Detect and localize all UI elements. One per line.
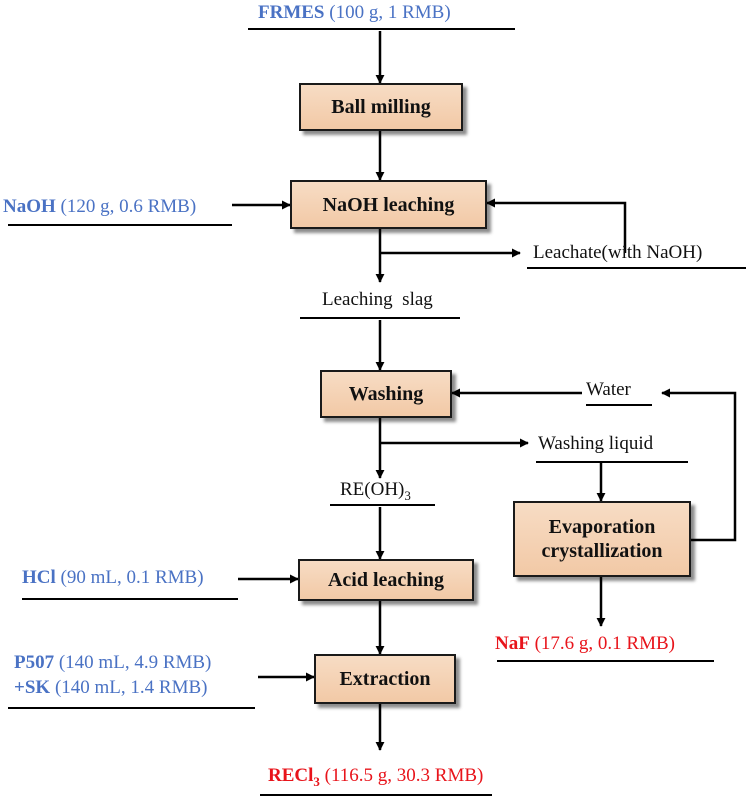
naf-detail: (17.6 g, 0.1 RMB) xyxy=(534,633,675,654)
sk-detail: (140 mL, 1.4 RMB) xyxy=(54,677,208,698)
extraction-box: Extraction xyxy=(314,654,456,704)
recl3-subscript: 3 xyxy=(313,773,320,789)
hcl-detail: (90 mL, 0.1 RMB) xyxy=(60,567,204,588)
naf-product-label: NaF (17.6 g, 0.1 RMB) xyxy=(495,633,675,655)
hcl-name: HCl xyxy=(22,567,56,588)
sk-name: +SK xyxy=(14,677,51,698)
ball-milling-box: Ball milling xyxy=(299,83,463,131)
washing-box: Washing xyxy=(320,370,452,418)
naoh-name: NaOH xyxy=(3,196,56,217)
evaporation-crystallization-box: Evaporation crystallization xyxy=(513,501,691,577)
naoh-leaching-box: NaOH leaching xyxy=(290,180,487,229)
washing-liquid-label: Washing liquid xyxy=(538,433,654,454)
recl3-detail: (116.5 g, 30.3 RMB) xyxy=(324,765,484,786)
leachate-label: Leachate(with NaOH) xyxy=(533,242,703,263)
naf-name: NaF xyxy=(495,633,530,654)
evaporation-line2: crystallization xyxy=(541,540,663,562)
frmes-name: FRMES xyxy=(258,2,325,23)
naoh-input-label: NaOH (120 g, 0.6 RMB) xyxy=(3,196,196,218)
frmes-input-label: FRMES (100 g, 1 RMB) xyxy=(258,2,451,24)
water-label: Water xyxy=(586,379,631,400)
re-oh3-subscript: 3 xyxy=(404,487,411,503)
p507-name: P507 xyxy=(14,652,55,673)
naoh-detail: (120 g, 0.6 RMB) xyxy=(60,196,197,217)
acid-leaching-box: Acid leaching xyxy=(298,559,474,601)
evaporation-line1: Evaporation xyxy=(548,516,656,538)
frmes-detail: (100 g, 1 RMB) xyxy=(329,2,451,23)
leaching-slag-label: Leaching slag xyxy=(322,289,433,310)
p507-input-label: P507 (140 mL, 4.9 RMB) xyxy=(14,652,211,674)
hcl-input-label: HCl (90 mL, 0.1 RMB) xyxy=(22,567,204,589)
recl3-name-base: RECl xyxy=(268,765,314,786)
re-oh3-label: RE(OH)3 xyxy=(340,479,411,507)
p507-detail: (140 mL, 4.9 RMB) xyxy=(58,652,212,673)
recl3-name: RECl3 xyxy=(268,765,320,789)
recl3-product-label: RECl3 (116.5 g, 30.3 RMB) xyxy=(268,765,483,793)
sk-input-label: +SK (140 mL, 1.4 RMB) xyxy=(14,677,207,699)
re-oh3-base: RE(OH) xyxy=(340,479,405,500)
